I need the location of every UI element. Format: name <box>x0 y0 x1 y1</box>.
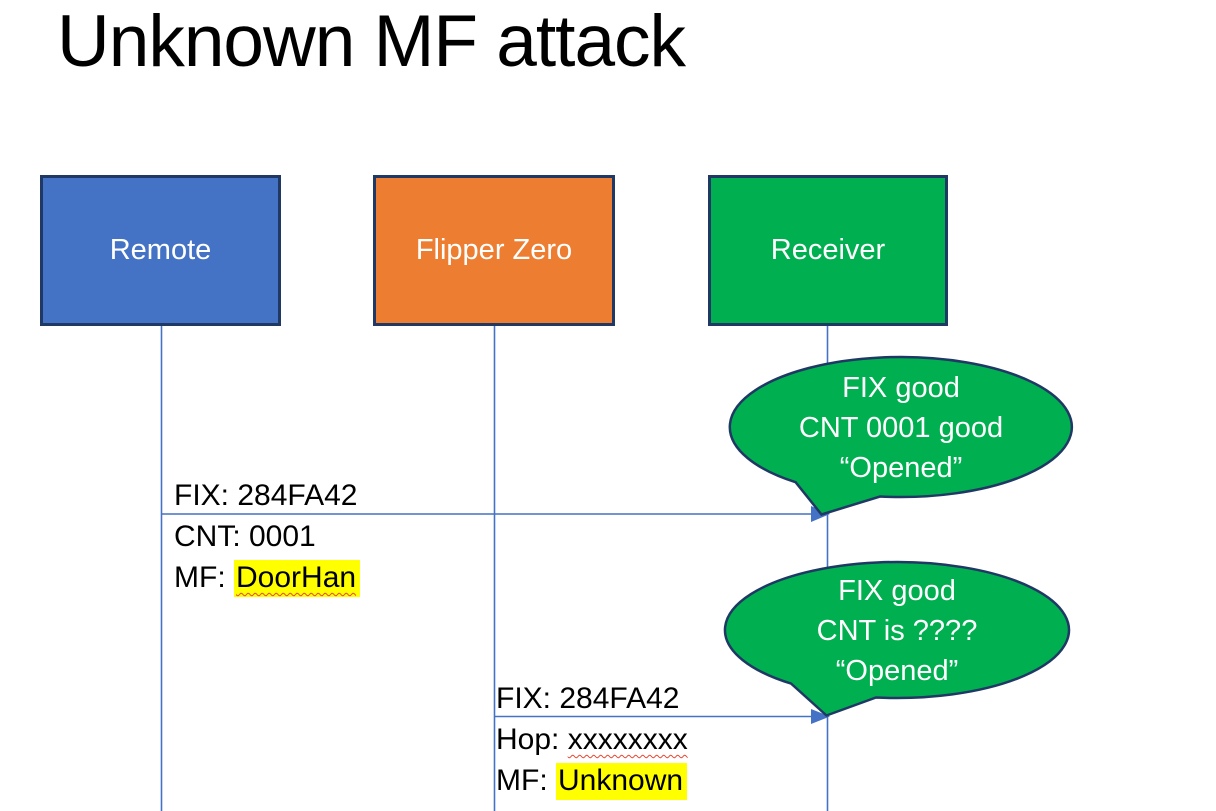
callout-1-text: FIX good CNT 0001 good “Opened” <box>729 368 1073 488</box>
callout-2-line-1: FIX good <box>838 575 956 607</box>
callout-2-text: FIX good CNT is ???? “Opened” <box>725 571 1069 691</box>
message-1-labels: FIX: 284FA42 CNT: 0001 MF: DoorHan <box>174 475 361 598</box>
callout-2-line-3: “Opened” <box>835 655 959 687</box>
message-1-cnt-line: CNT: 0001 <box>174 516 360 557</box>
message-arrow-2-arrowhead-icon <box>811 709 830 724</box>
message-1-fix-prefix: FIX: <box>174 479 238 512</box>
message-2-mf-value-highlighted: Unknown <box>556 763 688 800</box>
actor-receiver-label: Receiver <box>770 234 886 266</box>
message-1-mf-prefix: MF: <box>174 561 234 594</box>
actor-box-remote: Remote <box>40 175 281 326</box>
message-2-labels: FIX: 284FA42 Hop: xxxxxxxx MF: Unknown <box>496 678 688 801</box>
callout-1-line-1: FIX good <box>842 372 960 404</box>
message-2-hop-line: Hop: xxxxxxxx <box>496 719 688 760</box>
callout-2-line-2: CNT is ???? <box>816 615 978 647</box>
actor-remote-label: Remote <box>109 234 212 266</box>
actor-flipper-zero-label: Flipper Zero <box>415 234 573 266</box>
message-2-fix-prefix: FIX: <box>496 682 560 715</box>
slide-title: Unknown MF attack <box>57 1 686 82</box>
message-1-mf-line: MF: DoorHan <box>174 557 361 598</box>
callout-1-line-3: “Opened” <box>839 452 963 484</box>
message-1-fix-line: FIX: 284FA42 <box>174 475 360 516</box>
message-1-cnt-prefix: CNT: <box>174 520 249 553</box>
message-1-mf-value-highlighted: DoorHan <box>234 560 361 597</box>
actor-box-receiver: Receiver <box>708 175 948 326</box>
message-2-fix-line: FIX: 284FA42 <box>496 678 688 719</box>
message-1-fix-value: 284FA42 <box>237 479 358 512</box>
message-2-mf-prefix: MF: <box>496 764 556 797</box>
message-arrow-1-arrowhead-icon <box>811 506 830 522</box>
message-2-hop-value: xxxxxxxx <box>567 723 688 756</box>
message-2-hop-prefix: Hop: <box>496 723 568 756</box>
actor-box-flipper-zero: Flipper Zero <box>373 175 615 326</box>
message-1-cnt-value: 0001 <box>249 520 316 553</box>
callout-1-line-2: CNT 0001 good <box>798 412 1004 444</box>
message-2-fix-value: 284FA42 <box>559 682 680 715</box>
message-2-mf-line: MF: Unknown <box>496 760 688 801</box>
